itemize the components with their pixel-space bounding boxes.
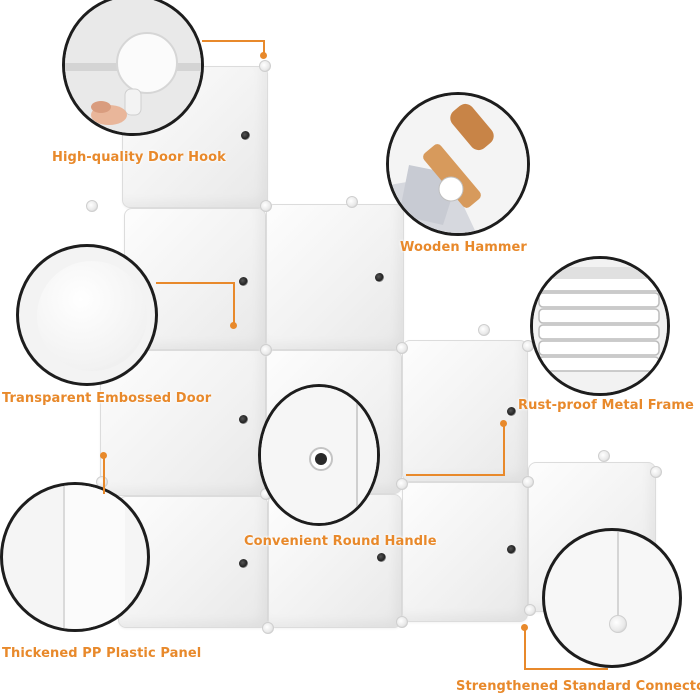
label-round-handle: Convenient Round Handle	[244, 534, 437, 549]
cube-r3c3	[402, 340, 528, 482]
door-handle	[507, 407, 516, 416]
connector-icon	[609, 615, 627, 633]
label-pp-panel: Thickened PP Plastic Panel	[2, 646, 202, 661]
door-handle	[241, 131, 250, 140]
embossed-door-line	[156, 282, 234, 284]
connector-icon	[524, 604, 536, 616]
door-handle	[239, 277, 248, 286]
cube-r2c2	[266, 204, 404, 350]
door-hook-line	[263, 40, 265, 54]
connector-line	[524, 668, 608, 670]
door-handle	[239, 415, 248, 424]
door-hook-bubble	[62, 0, 204, 136]
connector-icon	[259, 60, 271, 72]
door-handle	[239, 559, 248, 568]
cube-r4c3	[402, 482, 528, 622]
connector-bubble	[542, 528, 682, 668]
round-handle-icon	[261, 387, 377, 523]
connector-icon	[262, 622, 274, 634]
connector-icon	[598, 450, 610, 462]
label-wooden-hammer: Wooden Hammer	[400, 240, 527, 255]
connector-icon	[346, 196, 358, 208]
connector-line	[524, 630, 526, 670]
connector-icon	[86, 200, 98, 212]
connector-icon	[650, 466, 662, 478]
label-metal-frame: Rust-proof Metal Frame	[518, 398, 694, 413]
metal-frame-pointer	[500, 420, 507, 427]
door-hook-line	[202, 40, 264, 42]
embossed-door-pointer	[230, 322, 237, 329]
metal-frame-line	[406, 474, 504, 476]
door-hook-pointer	[260, 52, 267, 59]
connector-icon	[522, 476, 534, 488]
embossed-texture	[37, 261, 147, 371]
connector-icon	[396, 478, 408, 490]
embossed-door-bubble	[16, 244, 158, 386]
frame-edge	[617, 531, 619, 615]
door-handle	[507, 545, 516, 554]
pp-panel-pointer	[100, 452, 107, 459]
pp-panel-line	[103, 458, 105, 494]
label-embossed-door: Transparent Embossed Door	[2, 391, 212, 406]
hammer-icon	[389, 95, 527, 233]
connector-pointer	[521, 624, 528, 631]
connector-icon	[260, 200, 272, 212]
door-handle	[375, 273, 384, 282]
connector-icon	[478, 324, 490, 336]
wooden-hammer-bubble	[386, 92, 530, 236]
panel-edge	[63, 485, 125, 629]
connector-icon	[396, 342, 408, 354]
door-hook-icon	[65, 0, 201, 133]
metal-frame-bubble	[530, 256, 670, 396]
label-door-hook: High-quality Door Hook	[52, 150, 226, 165]
pp-panel-bubble	[0, 482, 150, 632]
metal-frame-line	[503, 424, 505, 476]
label-connector: Strengthened Standard Connector	[456, 679, 700, 694]
panel-stack-icon	[533, 259, 667, 393]
connector-icon	[260, 344, 272, 356]
door-handle	[377, 553, 386, 562]
connector-icon	[396, 616, 408, 628]
embossed-door-line	[233, 282, 235, 324]
round-handle-bubble	[258, 384, 380, 526]
